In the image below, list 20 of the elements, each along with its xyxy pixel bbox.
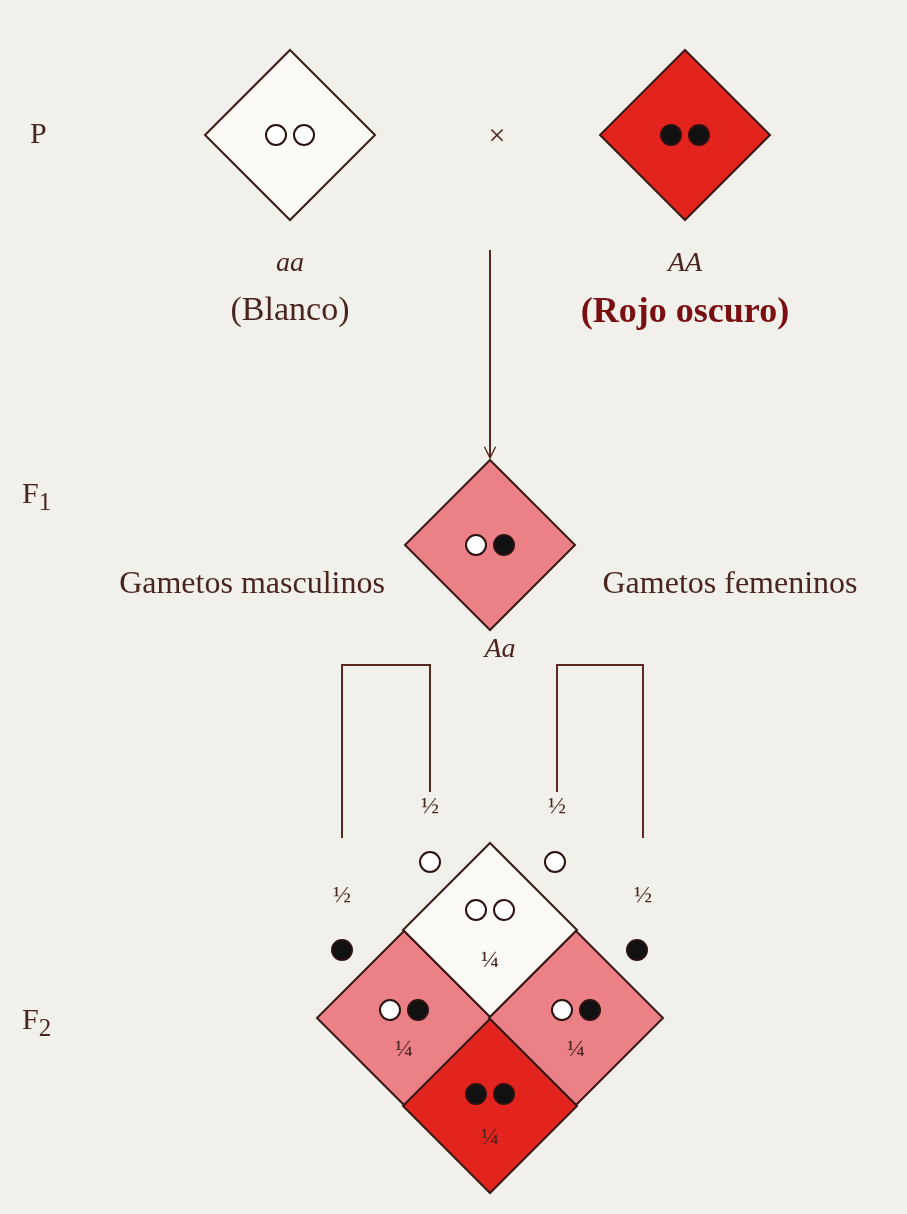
cross-sign: × <box>488 120 506 150</box>
genotype-label: AA <box>667 248 703 276</box>
fraction-label: ½ <box>421 793 439 817</box>
fraction-label: ½ <box>333 882 351 906</box>
arrow <box>483 249 497 459</box>
genotype-label: aa <box>276 248 304 276</box>
fraction-label: ¼ <box>567 1036 585 1060</box>
fraction-label: ¼ <box>481 947 499 971</box>
phenotype-label: (Blanco) <box>230 292 350 326</box>
fraction-label: ¼ <box>395 1036 413 1060</box>
generation-label: P <box>30 118 47 148</box>
phenotype-label: (Rojo oscuro) <box>580 292 790 328</box>
generation-label: F$_{2}$ <box>22 1004 52 1040</box>
gamete-heading: Gametos masculinos <box>119 566 385 598</box>
fraction-label: ¼ <box>481 1124 499 1148</box>
genotype-label: Aa <box>484 634 516 662</box>
fraction-label: ½ <box>634 882 652 906</box>
fraction-label: ½ <box>548 793 566 817</box>
generation-label: F$_{1}$ <box>22 478 52 514</box>
gamete-heading: Gametos femeninos <box>602 566 858 598</box>
